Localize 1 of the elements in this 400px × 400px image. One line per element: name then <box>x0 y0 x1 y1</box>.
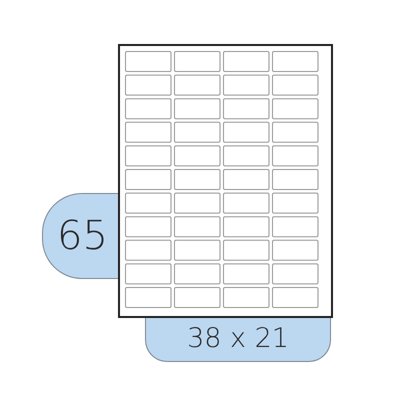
label-size-tab: 38 x 21 <box>145 316 331 362</box>
